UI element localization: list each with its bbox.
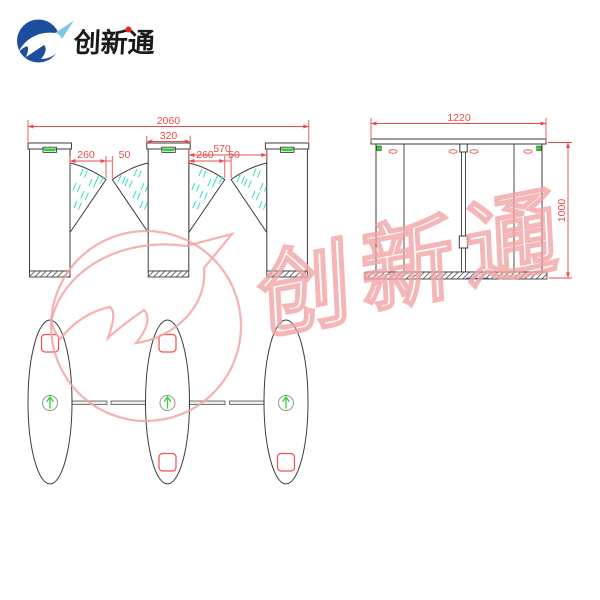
front-view: 2060 320 570 260 50 260 50 <box>27 115 310 278</box>
pedestal-base <box>29 270 71 278</box>
flap-wing <box>230 162 268 235</box>
pedestal-base <box>147 270 190 278</box>
flap-wings <box>69 162 268 235</box>
led-indicator <box>281 148 293 152</box>
brand-logo: 创新通 <box>17 19 156 63</box>
led-indicator <box>44 148 56 152</box>
dim-depth: 1220 <box>447 112 471 124</box>
logo-accent-dot <box>125 26 132 33</box>
watermark-swoosh-icon <box>50 232 236 345</box>
led-indicator <box>163 148 174 152</box>
pedestal-right <box>264 142 310 278</box>
top-view <box>27 319 309 485</box>
watermark-char: 通 <box>463 178 561 302</box>
dim-lane-width: 570 <box>213 143 231 155</box>
front-dimensions: 2060 320 570 260 50 260 50 <box>27 115 310 178</box>
side-view: 1220 1000 <box>364 112 572 280</box>
side-dimensions: 1220 1000 <box>370 112 572 279</box>
flap-wing <box>111 162 149 235</box>
pedestal-middle <box>146 142 191 278</box>
side-base <box>364 271 548 280</box>
dim-flap-length: 260 <box>196 149 214 161</box>
logo-swoosh-tip-icon <box>55 20 74 39</box>
dim-overall-width: 2060 <box>157 115 181 127</box>
panel-slots <box>388 149 533 154</box>
flap-wing <box>69 162 107 235</box>
dim-flap-gap: 50 <box>228 149 240 161</box>
watermark-char: 创 <box>256 229 354 353</box>
flap-wing <box>188 162 226 235</box>
watermark: 创 新 通 <box>49 177 561 423</box>
card-reader-zones <box>40 333 296 472</box>
dim-flap-length: 260 <box>77 149 95 161</box>
side-cabinet-lid <box>370 138 547 145</box>
direction-arrow-icon <box>278 395 294 411</box>
dim-flap-gap: 50 <box>119 149 131 161</box>
lane-divider <box>458 143 469 272</box>
watermark-char: 新 <box>359 204 457 328</box>
direction-arrow-icon <box>159 395 176 411</box>
dim-height: 1000 <box>556 199 568 223</box>
direction-arrow-icon <box>42 395 58 411</box>
logo-text: 创新通 <box>72 27 156 58</box>
pedestal-base <box>266 270 308 278</box>
pedestal-left <box>27 142 72 278</box>
watermark-globe-icon <box>49 229 243 423</box>
led-corner-indicator <box>376 145 382 151</box>
led-corner-indicator <box>536 145 542 151</box>
dim-cabinet-width: 320 <box>160 130 178 142</box>
